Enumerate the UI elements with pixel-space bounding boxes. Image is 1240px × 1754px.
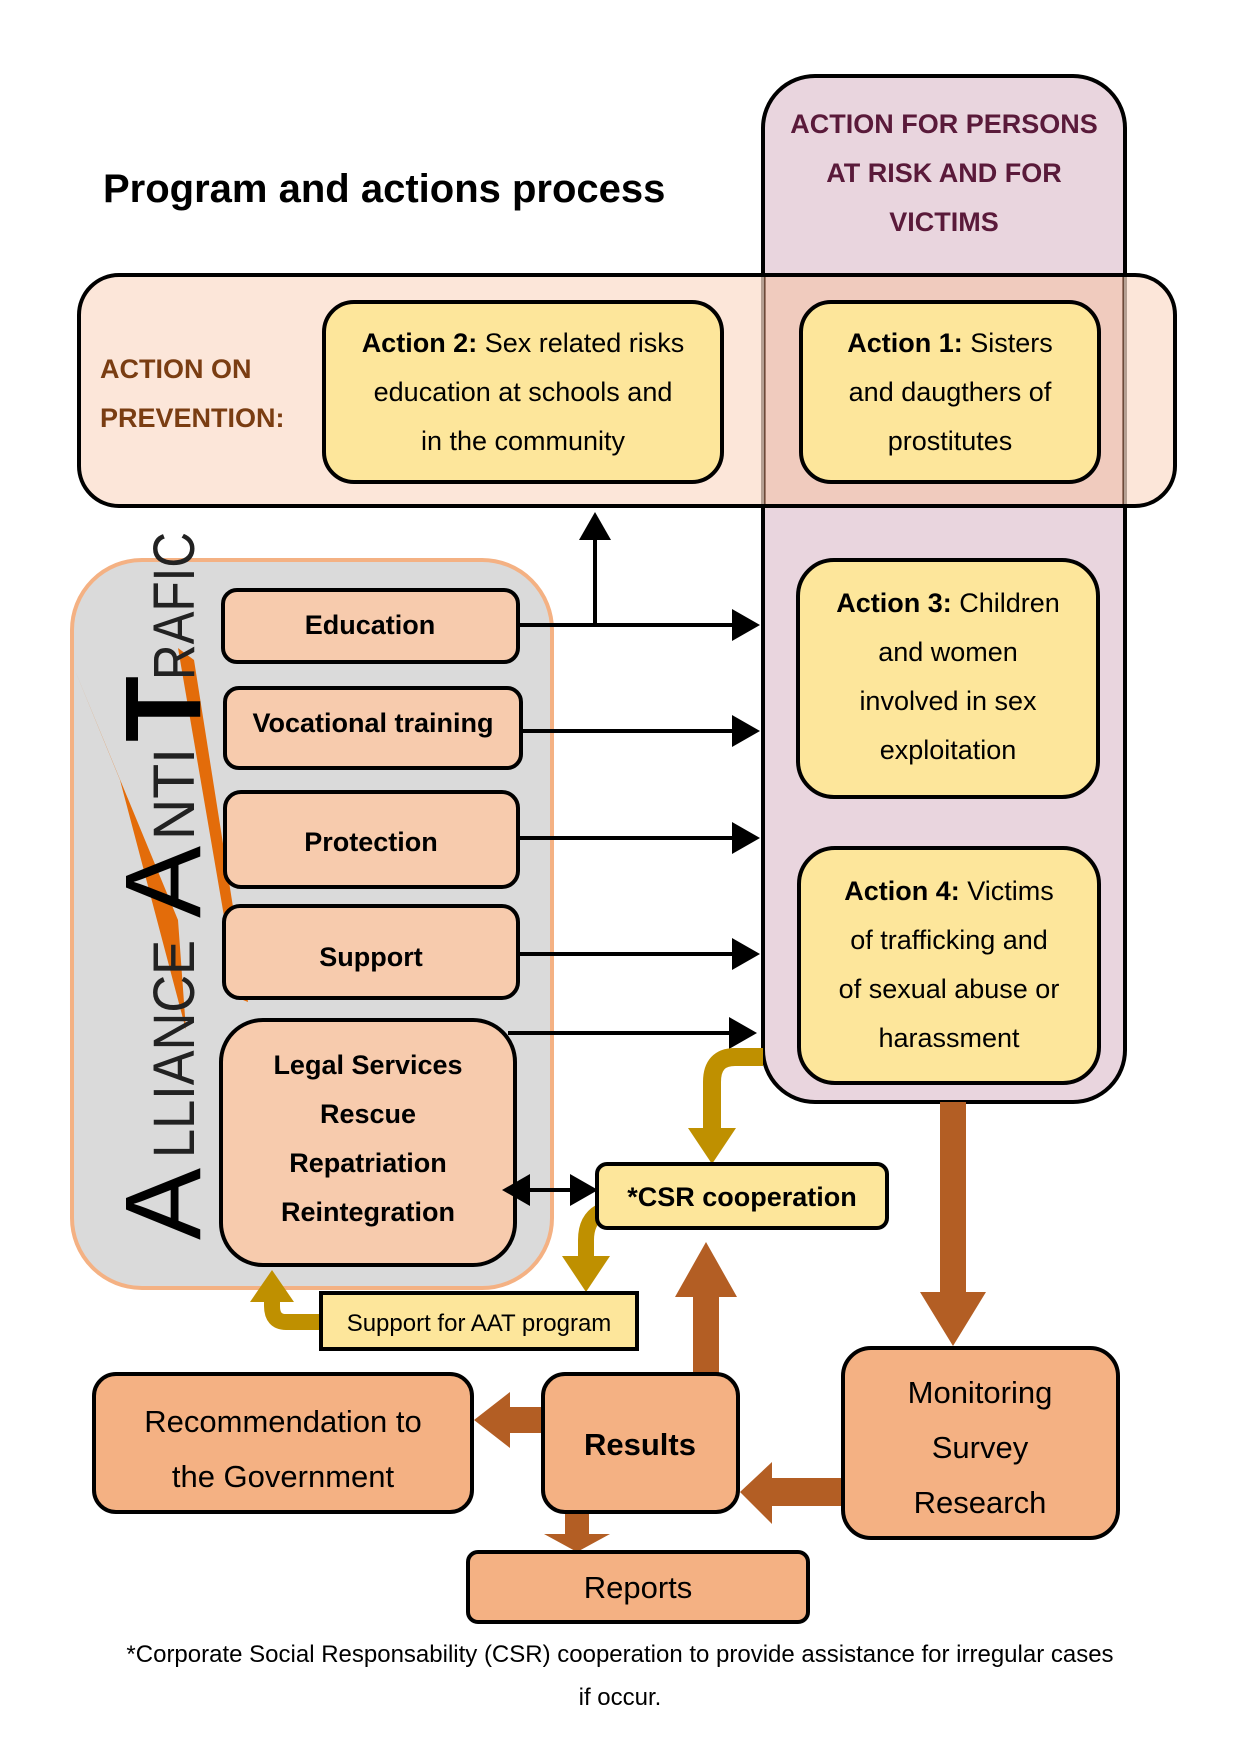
- page-title: Program and actions process: [103, 167, 665, 211]
- action-1-line-3: prostitutes: [888, 426, 1013, 456]
- brown-arrow-results-to-recommendation: [508, 1407, 544, 1433]
- brown-arrowhead-icon: [675, 1242, 737, 1297]
- brown-arrowhead-icon: [474, 1392, 510, 1448]
- support-aat-box[interactable]: Support for AAT program: [319, 1291, 639, 1351]
- logo-word-lliance: LLIANCE: [142, 940, 207, 1158]
- action-3-line-4: exploitation: [880, 735, 1017, 765]
- action-4-line-2: of trafficking and: [850, 925, 1048, 955]
- monitoring-line-1: Monitoring: [908, 1375, 1053, 1410]
- logo-letter-a1: A: [102, 1168, 223, 1240]
- brown-arrow-victims-to-monitoring: [940, 1102, 966, 1296]
- action-2-line-2: education at schools and: [374, 377, 673, 407]
- service-legal-line-2: Rescue: [320, 1099, 416, 1129]
- service-protection[interactable]: Protection: [223, 790, 520, 889]
- brown-arrow-results-to-reports: [565, 1512, 589, 1536]
- service-education-label: Education: [305, 610, 436, 640]
- service-education[interactable]: Education: [221, 588, 520, 664]
- recommendation-box[interactable]: Recommendation to the Government: [92, 1372, 474, 1514]
- action-1-line-1: Action 1: Sisters: [847, 328, 1053, 358]
- support-aat-label: Support for AAT program: [347, 1310, 612, 1337]
- action-4-box[interactable]: Action 4: Victims of trafficking and of …: [797, 846, 1101, 1085]
- victims-column-heading: ACTION FOR PERSONS AT RISK AND FOR VICTI…: [790, 109, 1098, 237]
- footnote-line-2: if occur.: [579, 1684, 662, 1711]
- action-2-box[interactable]: Action 2: Sex related risks education at…: [322, 300, 724, 484]
- logo-letter-t: T: [102, 676, 223, 742]
- victims-heading-line-3: VICTIMS: [889, 207, 999, 237]
- gold-arrowhead-icon: [250, 1270, 294, 1302]
- monitoring-box[interactable]: Monitoring Survey Research: [841, 1346, 1120, 1540]
- prevention-heading-line-2: PREVENTION:: [100, 403, 285, 433]
- recommendation-line-2: the Government: [172, 1459, 395, 1494]
- brown-arrowhead-icon: [920, 1292, 986, 1346]
- gold-arrowhead-icon: [562, 1256, 610, 1292]
- gold-arrow-support-to-aat: [264, 1300, 320, 1330]
- brown-arrow-monitoring-to-results: [770, 1478, 844, 1506]
- logo-word-rafic: RAFIC: [142, 532, 207, 680]
- action-1-box[interactable]: Action 1: Sisters and daugthers of prost…: [799, 300, 1101, 484]
- recommendation-line-1: Recommendation to: [144, 1404, 421, 1439]
- csr-label: *CSR cooperation: [627, 1182, 857, 1212]
- logo-word-nti: NTI: [142, 748, 207, 840]
- brown-arrowhead-icon: [740, 1462, 772, 1524]
- reports-box[interactable]: Reports: [466, 1550, 810, 1624]
- reports-label: Reports: [584, 1570, 693, 1605]
- service-legal-line-3: Repatriation: [289, 1148, 447, 1178]
- action-3-line-1: Action 3: Children: [836, 588, 1060, 618]
- action-2-line-1: Action 2: Sex related risks: [362, 328, 685, 358]
- brown-arrow-results-to-csr: [693, 1295, 719, 1375]
- prevention-heading: ACTION ON PREVENTION:: [100, 354, 285, 433]
- service-vocational-label: Vocational training: [252, 708, 493, 738]
- service-support[interactable]: Support: [222, 904, 520, 1000]
- action-4-line-3: of sexual abuse or: [839, 974, 1060, 1004]
- victims-heading-line-2: AT RISK AND FOR: [826, 158, 1062, 188]
- service-legal-rescue[interactable]: Legal Services Rescue Repatriation Reint…: [219, 1018, 517, 1267]
- prevention-heading-line-1: ACTION ON: [100, 354, 252, 384]
- action-4-line-4: harassment: [878, 1023, 1020, 1053]
- results-label: Results: [584, 1427, 696, 1462]
- service-legal-line-4: Reintegration: [281, 1197, 455, 1227]
- monitoring-line-3: Research: [914, 1485, 1047, 1520]
- brown-arrowhead-icon: [544, 1534, 610, 1552]
- aat-logo: A LLIANCE A NTI T RAFIC: [74, 532, 248, 1240]
- service-protection-label: Protection: [304, 827, 438, 857]
- action-4-line-1: Action 4: Victims: [844, 876, 1054, 906]
- service-legal-line-1: Legal Services: [273, 1050, 462, 1080]
- csr-cooperation-box[interactable]: *CSR cooperation: [595, 1162, 889, 1230]
- action-1-line-2: and daugthers of: [849, 377, 1052, 407]
- victims-heading-line-1: ACTION FOR PERSONS: [790, 109, 1098, 139]
- gold-arrowhead-icon: [688, 1128, 736, 1164]
- monitoring-line-2: Survey: [932, 1430, 1029, 1465]
- gold-arrow-victims-to-csr: [703, 1048, 763, 1130]
- logo-letter-a2: A: [102, 846, 223, 918]
- action-3-line-3: involved in sex: [859, 686, 1037, 716]
- action-3-line-2: and women: [878, 637, 1018, 667]
- footnote-line-1: *Corporate Social Responsability (CSR) c…: [126, 1641, 1113, 1668]
- service-vocational-training[interactable]: Vocational training: [223, 686, 523, 770]
- action-2-line-3: in the community: [421, 426, 626, 456]
- results-box[interactable]: Results: [541, 1372, 740, 1514]
- service-support-label: Support: [319, 942, 422, 972]
- action-3-box[interactable]: Action 3: Children and women involved in…: [796, 558, 1100, 799]
